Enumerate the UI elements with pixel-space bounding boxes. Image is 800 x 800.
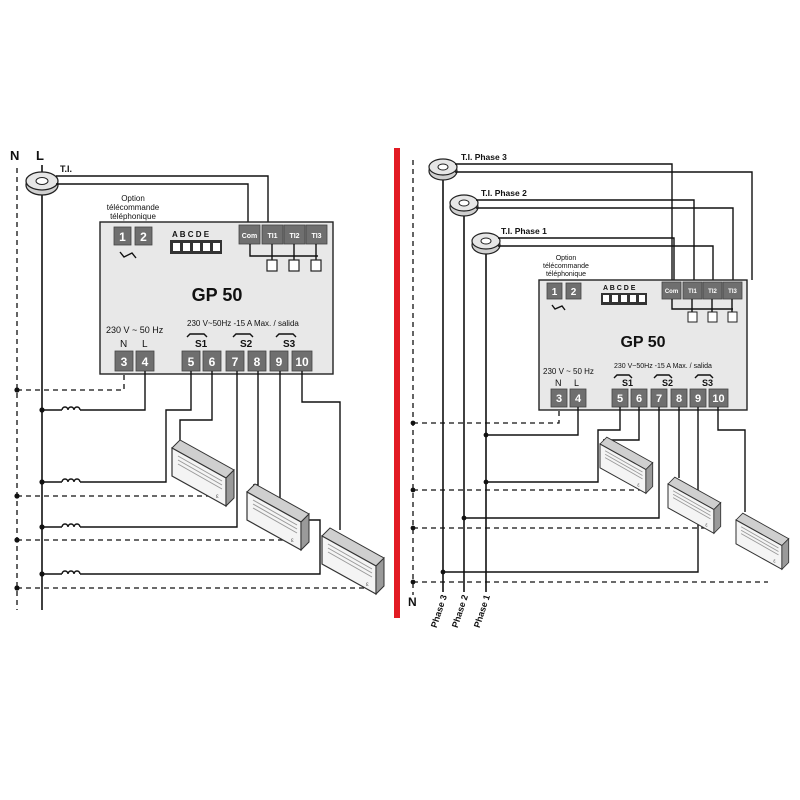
phase2-label: Phase 2 [450, 594, 470, 629]
terminal-6: 6 [209, 355, 216, 369]
terminal-9: 9 [276, 355, 283, 369]
terminal-6-right: 6 [636, 393, 642, 405]
terminal-1: 1 [119, 230, 126, 244]
terminal-2: 2 [140, 230, 147, 244]
rating-label-right: 230 V~50Hz -15 A Max. / salida [614, 363, 712, 370]
s3-label: S3 [283, 339, 296, 350]
n-label: N [120, 339, 127, 350]
ti1-terminal-right: TI1 [688, 289, 697, 295]
s1-label: S1 [195, 339, 208, 350]
s2-label-right: S2 [662, 378, 673, 388]
ct2-label: T.I. Phase 2 [481, 188, 527, 198]
ct-phase1 [471, 232, 501, 255]
supply-label: 230 V ~ 50 Hz [106, 325, 164, 335]
l-label: L [142, 339, 148, 350]
terminal-5-right: 5 [617, 393, 623, 405]
ti3-terminal: TI3 [311, 233, 321, 240]
ct-label: T.I. [60, 164, 72, 174]
com-terminal: Com [242, 233, 258, 240]
terminal-10-right: 10 [712, 393, 724, 405]
ct3-label: T.I. Phase 3 [461, 152, 507, 162]
divider [394, 148, 400, 618]
terminal-4-right: 4 [575, 393, 582, 405]
right-diagram: N Phase 3 Phase 2 Phase 1 T.I. Phase 3 T… [408, 152, 790, 629]
rating-label: 230 V~50Hz -15 A Max. / salida [187, 319, 299, 328]
option-label-1: Option [121, 194, 145, 203]
option-label-3: téléphonique [110, 212, 156, 221]
device-title-right: GP 50 [620, 334, 665, 351]
terminal-1-right: 1 [552, 287, 558, 298]
dip-switch-right [601, 293, 647, 305]
terminal-5: 5 [188, 355, 195, 369]
phase1-label: Phase 1 [472, 594, 492, 629]
heater-1-right [599, 436, 654, 494]
l-label-right: L [574, 378, 579, 388]
ti1-terminal: TI1 [267, 233, 277, 240]
ti2-terminal: TI2 [289, 233, 299, 240]
left-diagram: N L T.I. Option télécommande téléphoniqu… [10, 148, 385, 610]
option-label-1-right: Option [556, 255, 577, 262]
terminal-3-right: 3 [556, 393, 562, 405]
terminal-8: 8 [254, 355, 261, 369]
ti3-terminal-right: TI3 [728, 289, 737, 295]
terminal-4: 4 [142, 355, 149, 369]
s3-label-right: S3 [702, 378, 713, 388]
heater-3 [321, 527, 385, 595]
ct1-label: T.I. Phase 1 [501, 226, 547, 236]
s1-label-right: S1 [622, 378, 633, 388]
dip-label-right: A B C D E [603, 285, 636, 292]
option-label-2-right: télécommande [543, 263, 589, 270]
com-terminal-right: Com [665, 289, 678, 295]
ct-phase3 [428, 158, 458, 181]
terminal-9-right: 9 [695, 393, 701, 405]
line-label: L [36, 148, 44, 163]
option-label-3-right: téléphonique [546, 271, 586, 278]
terminal-2-right: 2 [571, 287, 577, 298]
neutral-label: N [10, 148, 19, 163]
heater-2-right [667, 476, 722, 534]
current-transformer [25, 171, 59, 196]
terminal-3: 3 [121, 355, 128, 369]
terminal-8-right: 8 [676, 393, 682, 405]
supply-label-right: 230 V ~ 50 Hz [543, 367, 594, 376]
phase3-label: Phase 3 [429, 594, 449, 629]
s2-label: S2 [240, 339, 253, 350]
neutral-label-right: N [408, 595, 417, 609]
terminal-7: 7 [232, 355, 239, 369]
n-label-right: N [555, 378, 562, 388]
heater-3-right [735, 512, 790, 570]
ti2-terminal-right: TI2 [708, 289, 717, 295]
dip-switch [170, 240, 222, 254]
option-label-2: télécommande [107, 203, 160, 212]
ct-phase2 [449, 194, 479, 217]
terminal-10: 10 [295, 355, 309, 369]
dip-label: A B C D E [172, 230, 210, 239]
terminal-7-right: 7 [656, 393, 662, 405]
device-title: GP 50 [192, 285, 243, 305]
